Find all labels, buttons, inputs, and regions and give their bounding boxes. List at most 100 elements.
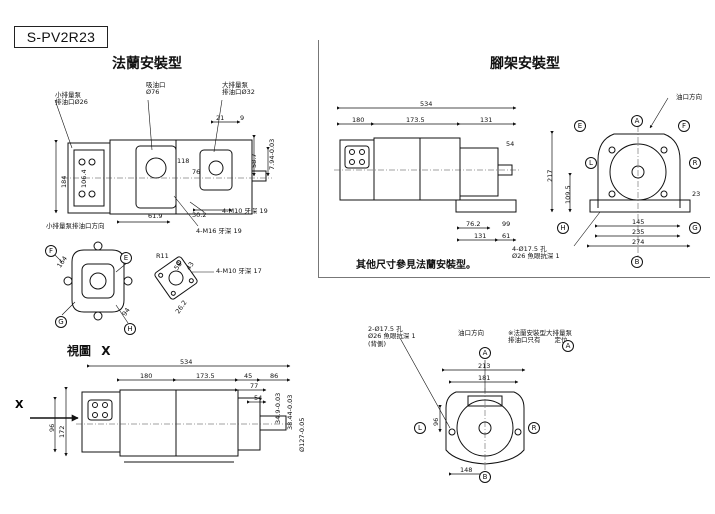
large-pump-outlet-line1: 大排量泵 (222, 81, 248, 89)
marker-l-foot: L (585, 157, 597, 169)
small-pump-port-view (63, 241, 133, 321)
marker-e-port: E (120, 252, 132, 264)
marker-r-foot: R (689, 157, 701, 169)
dim-bottom-96: 96 (432, 417, 440, 426)
flange-side-view (67, 139, 267, 215)
marker-b-bottom: B (479, 471, 491, 483)
marker-e-foot: E (574, 120, 586, 132)
dim-118: 118 (177, 157, 190, 165)
dim-76: 76 (192, 168, 201, 176)
dim-view-34-9: 34.9-0.03 (274, 392, 282, 424)
dim-21: 21 (216, 114, 225, 122)
dim-61-9: 61.9 (148, 212, 163, 220)
thread-m10-17-label: 4-M10 牙深 17 (216, 267, 262, 275)
view-x-arrow-label: X (15, 398, 24, 411)
dim-foot-99: 99 (502, 220, 511, 228)
view-title-text: 視圖 (67, 344, 92, 358)
marker-a-bottom: A (479, 347, 491, 359)
bottom-star-line2-suffix: 定位 (554, 336, 568, 345)
dim-foot-76-2: 76.2 (466, 220, 481, 228)
bottom-star-line2: 排油口只有 定位 (508, 337, 572, 344)
large-pump-outlet-label: 大排量泵 排油口Ø32 (222, 81, 255, 97)
small-pump-outlet-label: 小排量泵 排油口Ø26 (55, 91, 88, 107)
marker-a-note: A (562, 340, 574, 352)
foot-hole-note: 4-Ø17.5 孔 Ø26 魚眼抗深 1 (512, 245, 560, 261)
thread-m10-19-label: 4-M10 牙深 19 (222, 207, 268, 215)
bottom-star-line1: ※法蘭安裝型大排量泵 (508, 329, 572, 337)
flange-title: 法蘭安裝型 (112, 56, 182, 72)
bottom-oil-direction-label: 油口方向 (458, 329, 484, 337)
bottom-hole-note: 2-Ø17.5 孔 Ø26 魚眼抗深 1 (背側) (368, 325, 416, 348)
dim-view-180: 180 (140, 372, 153, 380)
dim-foot-235: 235 (632, 228, 645, 236)
dim-r11: R11 (156, 252, 169, 260)
marker-l-bottom: L (414, 422, 426, 434)
dim-9: 9 (240, 114, 245, 122)
suction-line2: Ø76 (146, 88, 160, 97)
dim-184: 184 (60, 175, 68, 188)
marker-b-foot: B (631, 256, 643, 268)
marker-f-foot: F (678, 120, 690, 132)
foot-hole-line2: Ø26 魚眼抗深 1 (512, 252, 560, 261)
dim-bottom-213: 213 (478, 362, 491, 370)
marker-g-port: G (55, 316, 67, 328)
dim-58-7: 58.7 (250, 153, 258, 168)
dim-foot-61: 61 (502, 232, 511, 240)
small-pump-direction-label: 小排量泵排油口方向 (46, 222, 105, 230)
large-pump-outlet-line2: 排油口Ø32 (222, 88, 255, 97)
dim-bottom-148: 148 (460, 466, 473, 474)
marker-h-port: H (124, 323, 136, 335)
dim-foot-54: 54 (506, 140, 515, 148)
small-pump-outlet-line2: 排油口Ø26 (55, 98, 88, 107)
foot-side-view (339, 137, 517, 213)
view-x-side-view (81, 389, 287, 463)
dim-view-173-5: 173.5 (196, 372, 215, 380)
foot-general-note: 其他尺寸參見法蘭安裝型。 (356, 260, 476, 271)
dim-view-54: 54 (254, 394, 263, 402)
view-letter: X (101, 344, 111, 358)
dim-foot-534: 534 (420, 100, 433, 108)
dim-foot-131: 131 (480, 116, 493, 124)
dim-foot-217: 217 (546, 169, 554, 182)
large-pump-port-detail (154, 256, 198, 300)
dim-foot-173-5: 173.5 (406, 116, 425, 124)
dim-30-2: 30.2 (192, 211, 207, 219)
dim-foot-145: 145 (632, 218, 645, 226)
marker-f-port: F (45, 245, 57, 257)
dim-view-127: Ø127-0.05 (298, 417, 306, 452)
model-title: S-PV2R23 (14, 26, 108, 48)
section-divider-horizontal (318, 277, 710, 278)
dim-foot-180: 180 (352, 116, 365, 124)
marker-h-foot: H (557, 222, 569, 234)
bottom-hole-line2: Ø26 魚眼抗深 1 (368, 332, 416, 341)
dim-foot-23: 23 (692, 190, 701, 198)
dim-7-94: 7.94-0.03 (268, 138, 276, 170)
bottom-star-note: ※法蘭安裝型大排量泵 排油口只有 定位 (508, 329, 572, 345)
dim-view-172: 172 (58, 425, 66, 438)
dim-foot-131b: 131 (474, 232, 487, 240)
marker-g-foot: G (689, 222, 701, 234)
foot-oil-direction-label: 油口方向 (676, 93, 702, 101)
dim-foot-109-5: 109.5 (564, 185, 572, 204)
dim-view-86: 86 (270, 372, 279, 380)
dim-view-534: 534 (180, 358, 193, 366)
foot-hole-line1: 4-Ø17.5 孔 (512, 245, 547, 253)
bottom-hole-line3: (背側) (368, 339, 387, 348)
bottom-star-line2-text: 排油口只有 (508, 336, 541, 345)
section-divider-vertical (318, 40, 319, 278)
small-pump-outlet-line1: 小排量泵 (55, 91, 81, 99)
dim-106-4: 106.4 (80, 169, 88, 188)
view-title: 視圖 X (67, 342, 110, 359)
foot-title: 腳架安裝型 (490, 56, 560, 72)
bottom-hole-line1: 2-Ø17.5 孔 (368, 325, 403, 333)
marker-a-foot: A (631, 115, 643, 127)
dim-foot-274: 274 (632, 238, 645, 246)
thread-m16-19-label: 4-M16 牙深 19 (196, 227, 242, 235)
dim-bottom-181: 181 (478, 374, 491, 382)
marker-r-bottom: R (528, 422, 540, 434)
dim-view-96: 96 (48, 423, 56, 432)
suction-port-label: 吸油口 Ø76 (146, 81, 166, 97)
dim-view-45: 45 (244, 372, 253, 380)
dim-view-38-44: 38.44-0.03 (286, 394, 294, 430)
